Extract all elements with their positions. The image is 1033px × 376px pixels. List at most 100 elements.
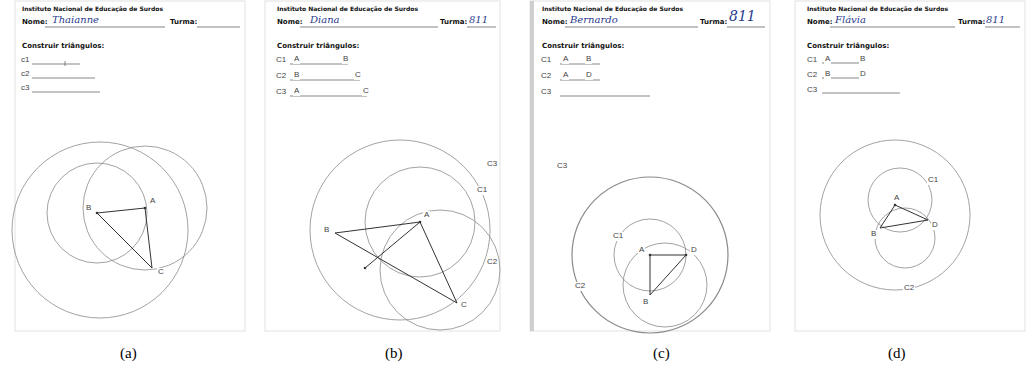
point-label: C bbox=[362, 87, 370, 96]
vertex-label: B bbox=[323, 226, 330, 235]
circle-label: C2 bbox=[574, 282, 586, 291]
segment-label: C2 bbox=[275, 72, 287, 81]
handwritten-class: 811 bbox=[469, 14, 488, 25]
vertex-label: A bbox=[423, 211, 430, 220]
segment-label: C3 bbox=[275, 88, 287, 97]
form-field: Nome: bbox=[542, 19, 568, 27]
point-label: D bbox=[585, 71, 593, 80]
given-segment bbox=[32, 92, 100, 93]
point-label: B bbox=[859, 55, 866, 64]
vertex-dot bbox=[96, 212, 99, 215]
subfigure-caption: (c) bbox=[653, 345, 670, 362]
given-segment bbox=[32, 64, 80, 65]
form-field: Turma: bbox=[958, 19, 985, 27]
vertex-label: B bbox=[870, 230, 877, 239]
segment-label: C2 bbox=[540, 72, 552, 81]
form-field: Nome: bbox=[277, 19, 303, 27]
vertex-label: B bbox=[85, 204, 92, 213]
circle-label: C3 bbox=[486, 160, 498, 169]
compass-circle bbox=[868, 168, 932, 232]
segment-label: C3 bbox=[806, 86, 818, 95]
name-line bbox=[830, 27, 955, 28]
point-label: B bbox=[293, 71, 300, 80]
point-label: A bbox=[824, 55, 831, 64]
point-label: A bbox=[293, 55, 300, 64]
segment-tick bbox=[65, 61, 66, 66]
compass-circle bbox=[83, 146, 207, 270]
compass-circle bbox=[310, 140, 490, 320]
circle-label: C1 bbox=[927, 176, 939, 185]
point-label: D bbox=[859, 70, 867, 79]
form-field: Turma: bbox=[170, 19, 197, 27]
instruction: Construir triângulos: bbox=[22, 43, 104, 51]
point-label: A bbox=[562, 55, 569, 64]
worksheet-page bbox=[15, 1, 245, 331]
vertex-label: D bbox=[931, 221, 939, 230]
vertex-dot bbox=[685, 254, 688, 257]
form-field: Turma: bbox=[440, 19, 467, 27]
vertex-label: A bbox=[893, 194, 900, 203]
compass-circle bbox=[572, 177, 728, 333]
handwritten-name: Bernardo bbox=[570, 14, 618, 25]
form-field: Turma: bbox=[700, 19, 727, 27]
circle-label: C2 bbox=[486, 258, 498, 267]
given-segment bbox=[290, 80, 360, 81]
form-field: Nome: bbox=[22, 19, 48, 27]
point-label: B bbox=[585, 55, 592, 64]
instruction: Construir triângulos: bbox=[542, 43, 624, 51]
compass-circle bbox=[820, 140, 970, 290]
compass-circle bbox=[623, 243, 707, 327]
subfigure-caption: (d) bbox=[888, 345, 906, 362]
segment-label: C2 bbox=[806, 71, 818, 80]
triangle bbox=[97, 208, 152, 268]
scan-edge bbox=[530, 1, 534, 331]
vertex-dot bbox=[419, 221, 422, 224]
form-header: Instituto Nacional de Educação de Surdos bbox=[807, 6, 948, 13]
handwritten-class: 811 bbox=[729, 9, 756, 24]
compass-circle bbox=[380, 210, 500, 330]
instruction: Construir triângulos: bbox=[807, 43, 889, 51]
point-label: A bbox=[562, 71, 569, 80]
form-header: Instituto Nacional de Educação de Surdos bbox=[542, 6, 683, 13]
point-label: A bbox=[293, 87, 300, 96]
handwritten-class: 811 bbox=[986, 14, 1005, 25]
class-line bbox=[467, 27, 496, 28]
vertex-dot bbox=[144, 207, 147, 210]
name-line bbox=[300, 27, 438, 28]
triangle bbox=[335, 222, 457, 303]
worksheet-page bbox=[530, 1, 770, 331]
segment-label: c1 bbox=[20, 56, 30, 65]
class-line bbox=[727, 27, 765, 28]
point-label: C bbox=[354, 71, 362, 80]
worksheet-page bbox=[265, 1, 500, 331]
subfigure-caption: (b) bbox=[385, 345, 403, 362]
class-line bbox=[197, 27, 240, 28]
vertex-label: A bbox=[638, 246, 645, 255]
vertex-dot bbox=[649, 254, 652, 257]
name-line bbox=[45, 27, 165, 28]
handwritten-name: Thaianne bbox=[52, 14, 99, 25]
worksheet-page bbox=[795, 1, 1025, 331]
point-label: B bbox=[342, 55, 349, 64]
given-segment bbox=[32, 78, 95, 79]
triangle bbox=[880, 205, 928, 228]
point-label: B bbox=[824, 70, 831, 79]
form-header: Instituto Nacional de Educação de Surdos bbox=[277, 6, 418, 13]
circle-label: C2 bbox=[903, 284, 915, 293]
handwritten-name: Flávia bbox=[835, 14, 866, 25]
circle-label: C1 bbox=[476, 186, 488, 195]
segment-label: C3 bbox=[540, 88, 552, 97]
compass-circle bbox=[12, 142, 188, 318]
vertex-dot bbox=[894, 204, 897, 207]
class-line bbox=[985, 27, 1020, 28]
vertex-label: C bbox=[157, 268, 165, 277]
vertex-label: C bbox=[460, 301, 468, 310]
vertex-label: B bbox=[642, 298, 649, 307]
circle-label: C1 bbox=[612, 232, 624, 241]
circle-label: C3 bbox=[556, 162, 568, 171]
segment-label: C1 bbox=[540, 56, 552, 65]
given-segment bbox=[560, 96, 650, 97]
segment-label: c2 bbox=[20, 70, 30, 79]
vertex-label: A bbox=[149, 197, 156, 206]
